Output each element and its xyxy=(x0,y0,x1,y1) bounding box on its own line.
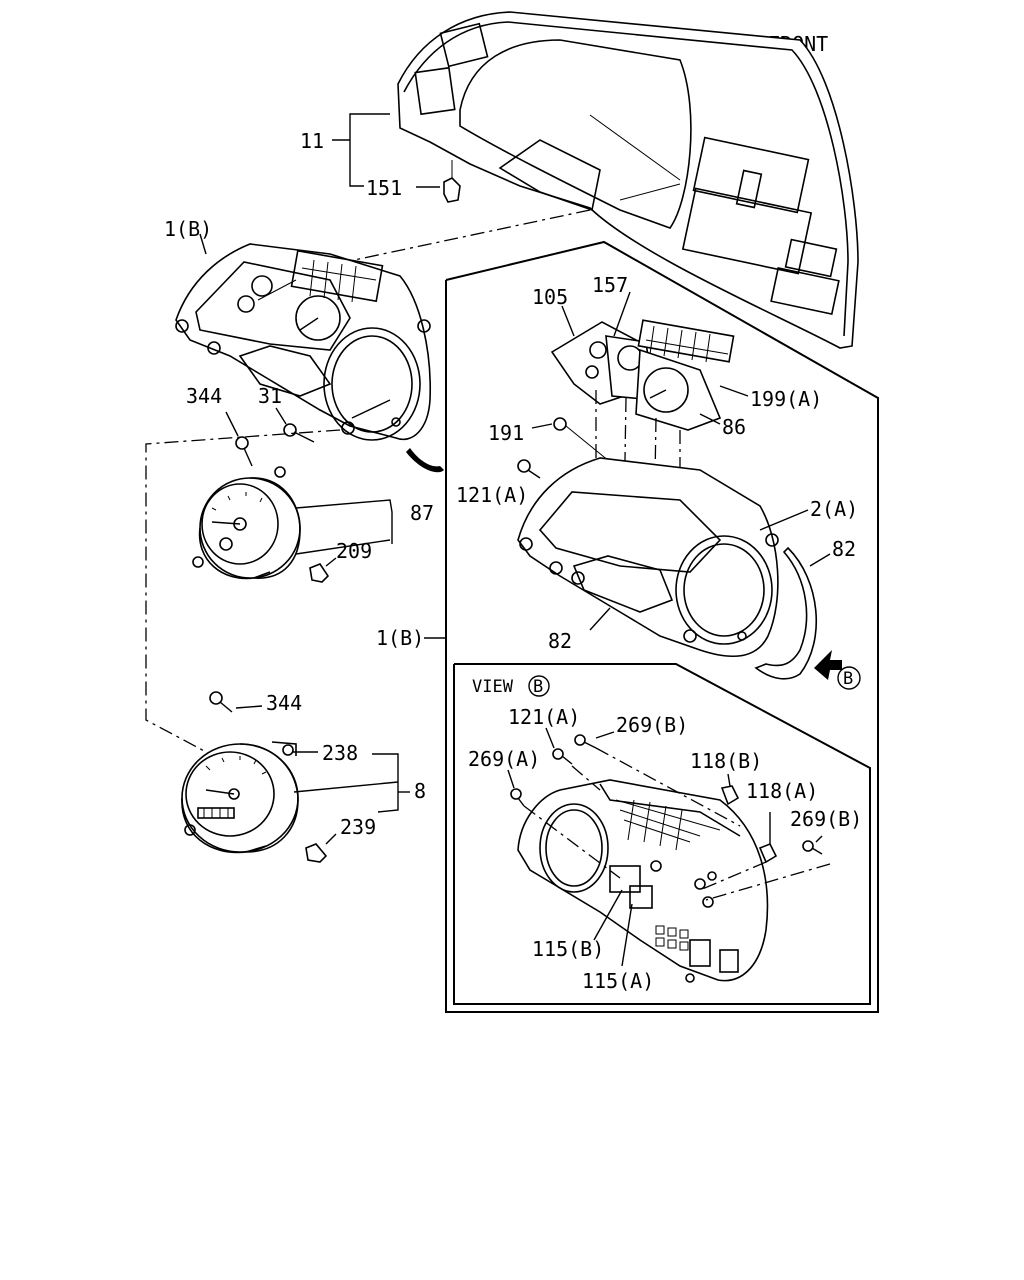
leader-86 xyxy=(699,413,721,425)
label-239: 239 xyxy=(340,815,376,839)
arrow-b-label: B xyxy=(843,669,853,689)
label-238: 238 xyxy=(322,741,358,765)
bulb-118b xyxy=(720,773,740,806)
meter-case-rear xyxy=(517,779,769,983)
leader-11 xyxy=(332,113,440,188)
screw-344-bottom xyxy=(209,691,263,713)
label-118a: 118(A) xyxy=(746,779,818,803)
dial-face-86 xyxy=(635,348,722,431)
screw-121a-view xyxy=(545,727,601,791)
separator-arc-icon xyxy=(406,448,444,473)
label-209: 209 xyxy=(336,539,372,563)
label-105: 105 xyxy=(532,285,568,309)
view-direction-arrow-icon xyxy=(814,650,842,680)
view-b-title-marker-icon xyxy=(528,675,550,697)
leader-82-bottom xyxy=(589,607,611,631)
screw-269a xyxy=(507,769,621,879)
label-118b: 118(B) xyxy=(690,749,762,773)
window-199 xyxy=(637,319,735,363)
label-121a-view: 121(A) xyxy=(508,705,580,729)
label-115b: 115(B) xyxy=(532,937,604,961)
label-11: 11 xyxy=(300,129,324,153)
label-82-bottom: 82 xyxy=(548,629,572,653)
instrument-panel-cluster-hood xyxy=(397,11,859,349)
screw-344-top xyxy=(225,411,253,467)
cover-82-right xyxy=(754,546,817,680)
leader-115a xyxy=(621,903,633,967)
leader-157 xyxy=(613,291,631,337)
leader-105 xyxy=(561,305,575,337)
leader-2a xyxy=(759,509,809,531)
gauge-8 xyxy=(181,741,299,854)
label-157: 157 xyxy=(592,273,628,297)
label-269b-right: 269(B) xyxy=(790,807,862,831)
label-31: 31 xyxy=(258,384,282,408)
leader-1b-top xyxy=(199,233,207,255)
meter-case-2a xyxy=(517,457,779,658)
bracket-8 xyxy=(292,751,410,813)
label-199a: 199(A) xyxy=(750,387,822,411)
dash-cluster-to-gauges xyxy=(145,429,341,771)
leader-115b xyxy=(593,889,623,941)
view-b-frame xyxy=(453,663,871,1005)
label-8: 8 xyxy=(414,779,426,803)
bulb-209 xyxy=(309,557,337,583)
screw-269b-right xyxy=(705,835,831,901)
view-b-title: VIEW xyxy=(472,677,514,697)
view-b-marker-icon xyxy=(837,666,861,690)
label-344-top: 344 xyxy=(186,384,222,408)
label-121a: 121(A) xyxy=(456,483,528,507)
leader-82-right xyxy=(809,553,831,567)
label-344-bottom: 344 xyxy=(266,691,302,715)
label-191: 191 xyxy=(488,421,524,445)
label-2a: 2(A) xyxy=(810,497,858,521)
leader-199a xyxy=(719,385,749,397)
label-1b-top: 1(B) xyxy=(164,217,212,241)
bulb-239 xyxy=(305,833,337,863)
label-115a: 115(A) xyxy=(582,969,654,993)
label-86: 86 xyxy=(722,415,746,439)
detail-frame xyxy=(445,240,879,1013)
meter-assembly-top xyxy=(175,243,432,441)
view-b-title-mark: B xyxy=(533,677,543,697)
label-269b-top: 269(B) xyxy=(616,713,688,737)
label-1b-mid: 1(B) xyxy=(376,626,424,650)
screw-121a xyxy=(517,459,541,479)
label-82-right: 82 xyxy=(832,537,856,561)
label-269a: 269(A) xyxy=(468,747,540,771)
label-87: 87 xyxy=(410,501,434,525)
bulb-118a xyxy=(699,812,778,891)
screw-31 xyxy=(275,407,315,443)
bracket-87 xyxy=(295,499,393,555)
label-151: 151 xyxy=(366,176,402,200)
screw-269b-top xyxy=(574,731,741,827)
clip-icon xyxy=(443,160,461,203)
gauge-87 xyxy=(192,466,301,580)
